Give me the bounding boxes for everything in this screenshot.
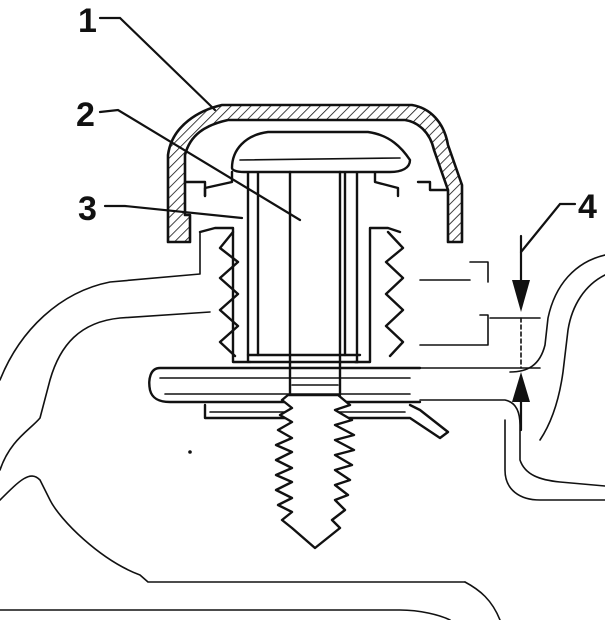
cap (166, 103, 464, 244)
grommet-sleeve (198, 168, 405, 364)
leader-3 (103, 204, 244, 220)
dimension-indicator (512, 234, 530, 432)
callout-4: 4 (578, 188, 597, 226)
callout-1: 1 (78, 2, 97, 40)
callout-3: 3 (78, 190, 97, 228)
body-panel-outline (0, 231, 605, 620)
screw (230, 130, 412, 550)
callout-2: 2 (76, 96, 95, 134)
leader-2 (98, 108, 302, 222)
leader-lines (98, 16, 577, 254)
leader-1 (98, 16, 217, 112)
leader-4 (519, 202, 577, 254)
